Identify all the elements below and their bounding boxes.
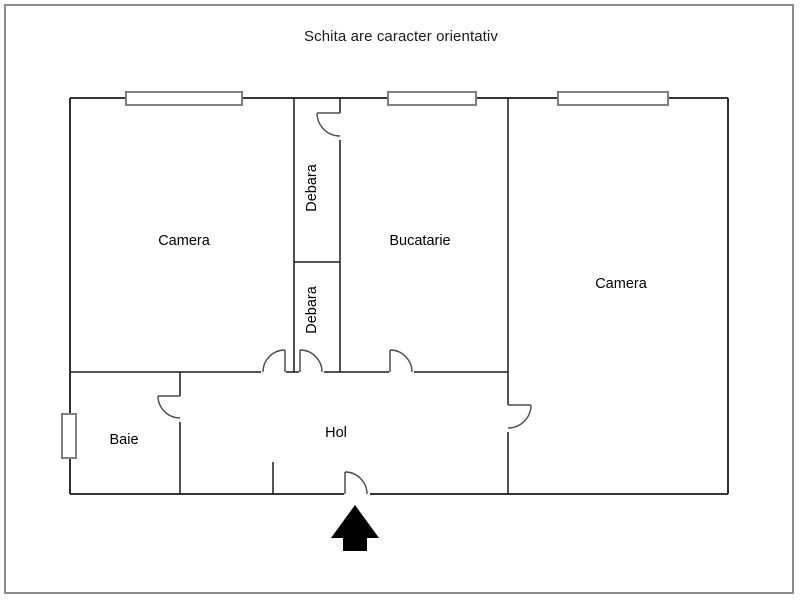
door-swing-bucatarie <box>389 349 413 373</box>
door-opening-camera-left <box>261 369 286 375</box>
entrance-arrow <box>331 505 379 551</box>
room-label-camera-left: Camera <box>158 233 211 249</box>
door-baie <box>157 395 183 422</box>
window-baie <box>61 413 77 459</box>
room-label-baie: Baie <box>109 432 138 448</box>
door-camera-right <box>505 404 532 432</box>
door-entrance <box>344 471 370 497</box>
door-opening-bucatarie <box>389 369 414 375</box>
door-swing-debara-top <box>316 112 341 137</box>
door-swing-entrance <box>344 471 368 495</box>
exterior-walls <box>69 97 729 495</box>
windows <box>61 91 669 459</box>
window-camera-left <box>125 91 243 106</box>
room-label-camera-right: Camera <box>595 276 648 292</box>
door-debara-top <box>316 112 344 140</box>
room-label-hol: Hol <box>325 425 347 441</box>
door-swing-debara-bottom <box>299 349 323 373</box>
page-title: Schita are caracter orientativ <box>304 28 498 45</box>
window-bucatarie <box>387 91 477 106</box>
door-opening-entrance <box>344 491 370 497</box>
entrance-arrow-icon <box>331 505 379 551</box>
door-swing-camera-right <box>507 404 532 429</box>
room-label-bucatarie: Bucatarie <box>389 233 450 249</box>
door-opening-camera-right <box>505 405 511 432</box>
door-debara-bottom <box>299 349 324 375</box>
room-label-debara-top: Debara <box>304 163 320 211</box>
door-opening-debara-bottom <box>299 369 324 375</box>
door-swing-camera-left <box>262 349 286 373</box>
door-opening-debara-top <box>337 113 344 140</box>
door-opening-baie <box>177 396 183 422</box>
window-camera-right <box>557 91 669 106</box>
door-bucatarie <box>389 349 414 375</box>
door-camera-left <box>261 349 286 375</box>
door-swing-baie <box>157 395 181 419</box>
room-label-debara-bottom: Debara <box>304 285 320 333</box>
